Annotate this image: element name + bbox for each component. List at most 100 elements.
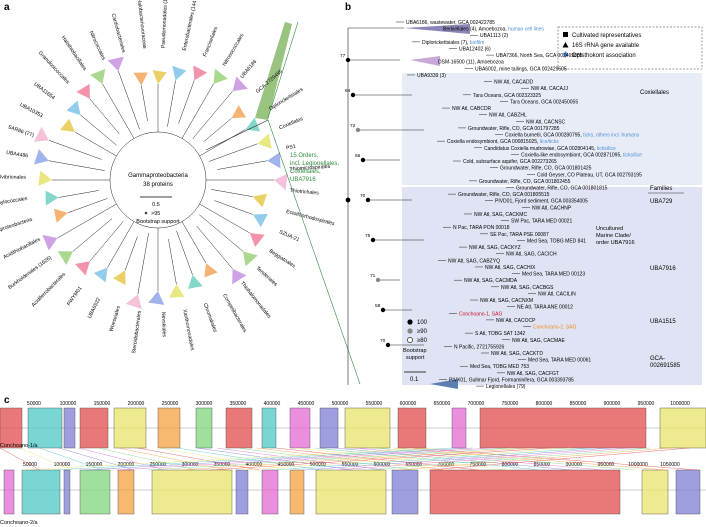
- top-tick-label: 150000: [94, 401, 111, 407]
- tree-branch: [58, 190, 99, 198]
- synteny-block: [113, 407, 147, 449]
- synteny-link: [241, 447, 572, 471]
- bottom-tick-label: 700000: [438, 462, 455, 468]
- tree-branch: [199, 203, 250, 234]
- tree-branch: [176, 230, 193, 275]
- taxon-label: UBA1113 (2): [480, 33, 508, 39]
- tree-branch: [181, 221, 207, 264]
- top-tick-label: 550000: [366, 401, 383, 407]
- synteny-block: [315, 469, 387, 515]
- synteny-block: [479, 407, 647, 449]
- panel-a-label: a: [4, 2, 10, 13]
- taxon-label: NW Atl, CACHNP: [532, 205, 572, 211]
- bs-title-1: Bootstrap: [403, 348, 427, 354]
- clade-label: UBA6186: [239, 59, 258, 80]
- tree-branch: [124, 236, 138, 271]
- bootstrap-100-dot: [407, 319, 413, 325]
- clade-label: SAR86 (77): [7, 124, 35, 139]
- synteny-block: [27, 407, 63, 449]
- synteny-block: [261, 469, 279, 515]
- tree-center: [130, 152, 186, 208]
- synteny-link: [116, 447, 493, 471]
- clade-label: Nevskiales: [160, 312, 167, 338]
- clade-label: Thiomicrospirales: [289, 164, 330, 173]
- top-tick-label: 1000000: [670, 401, 690, 407]
- clade-label: Chromatiales: [202, 302, 218, 333]
- taxon-label: S Atl, TOBG SAT 1342: [475, 331, 525, 337]
- taxon-label: Candidatus Coxiella mudrowiae, GCA 00280…: [484, 146, 616, 152]
- uba7916-band: [402, 187, 702, 385]
- taxon-label: Conchoano-2, SAG: [533, 325, 576, 331]
- node-label: 64: [345, 88, 351, 94]
- top-tick-label: 800000: [536, 401, 553, 407]
- diamond-icon: [563, 51, 568, 58]
- taxon-label: UBA6186, wastewater, GCA 002422785: [406, 20, 495, 26]
- bootstrap-80-dot: [407, 337, 413, 343]
- taxon-label: SE Pac, TARA PSE 00087: [490, 232, 549, 238]
- taxon-label: Berkiellales (4), Amoebozoa, human cell …: [443, 27, 544, 33]
- synteny-link: [335, 447, 631, 471]
- tree-branch: [141, 85, 148, 121]
- group-uba1515: UBA1515: [650, 319, 676, 325]
- bootstrap-legend: Bootstrap support: [136, 219, 180, 225]
- taxon-label: Tara Oceans, GCA 002323325: [473, 93, 541, 99]
- synteny-link: [304, 447, 611, 471]
- taxon-label: NW Atl, SAG, CABZYQ: [448, 258, 500, 264]
- taxon-label: Med Sea, TARA MED 00123: [522, 272, 585, 278]
- circular-tree: [33, 22, 292, 309]
- synteny-block: [391, 469, 419, 515]
- clade-label: Woeseiales: [109, 305, 123, 333]
- clade-wedge: [133, 72, 148, 86]
- synteny-block: [344, 407, 391, 449]
- clade-label: Ectothiorhodospirales: [285, 209, 335, 227]
- tree-branch: [102, 83, 135, 139]
- orders-label-4: UBA7916: [290, 177, 316, 183]
- bootstrap-node: [365, 197, 371, 203]
- taxa-labels: UBA6186, wastewater, GCA 002422785 Berki…: [406, 20, 642, 390]
- synteny-block: [195, 407, 213, 449]
- clade-wedge: [45, 190, 59, 206]
- clade-label: Thiohalomonadales: [239, 281, 272, 320]
- top-tick-label: 950000: [638, 401, 655, 407]
- tree-branch: [57, 203, 117, 239]
- clade-label: PS1: [286, 143, 297, 151]
- taxon-label: UBA9339 (3): [417, 73, 446, 79]
- bottom-tick-label: 1050000: [660, 462, 680, 468]
- node-label: 75: [365, 233, 371, 239]
- legend-rrna: 16S rRNA gene available: [572, 43, 640, 49]
- bootstrap-node: [375, 277, 381, 283]
- group-uncultured-2: Marine Clade/: [596, 233, 631, 239]
- taxon-label: NW Atl, SAG, CACBGS: [501, 285, 554, 291]
- panel-a: a Gammaproteobacteria 38 proteins 0.5 >9…: [0, 0, 361, 385]
- tree-branch: [211, 189, 253, 197]
- tree-branch: [67, 198, 108, 214]
- taxon-label: Groundwater, Rifle, CO, GCA 001801815: [516, 186, 608, 192]
- genome-top-name: Conchoano-1/a: [0, 443, 39, 449]
- tree-branch: [196, 225, 233, 270]
- synteny-block: [3, 469, 15, 515]
- synteny-block: [659, 407, 706, 449]
- top-tick-label: 50000: [27, 401, 41, 407]
- clade-label: Halobacteriovoraceae: [136, 0, 148, 49]
- synteny-block: [641, 469, 669, 515]
- top-tick-label: 400000: [264, 401, 281, 407]
- taxon-label: NW Atl, CACADD: [494, 80, 534, 86]
- taxon-label: NW Atl, CACNSC: [526, 119, 566, 125]
- clade-label: SZUA-21: [278, 229, 300, 243]
- taxon-label: NW Atl, CABCDR: [452, 106, 492, 112]
- bootstrap-node: [370, 237, 376, 243]
- synteny-link: [210, 447, 552, 471]
- clade-wedge: [169, 284, 185, 298]
- tree-branch: [89, 98, 120, 135]
- bootstrap-threshold: >95: [151, 211, 160, 217]
- clade-wedge: [66, 100, 81, 116]
- taxon-label: N Pacific, 2721755926: [454, 344, 505, 350]
- bottom-tick-label: 400000: [246, 462, 263, 468]
- node-label: 58: [375, 303, 381, 309]
- tree-branch: [72, 218, 113, 252]
- group-gca-1: GCA-: [650, 356, 665, 362]
- clade-label: Pseudomonadales (1818): [161, 0, 170, 48]
- legend-box: [557, 26, 703, 70]
- clade-wedge: [232, 76, 248, 92]
